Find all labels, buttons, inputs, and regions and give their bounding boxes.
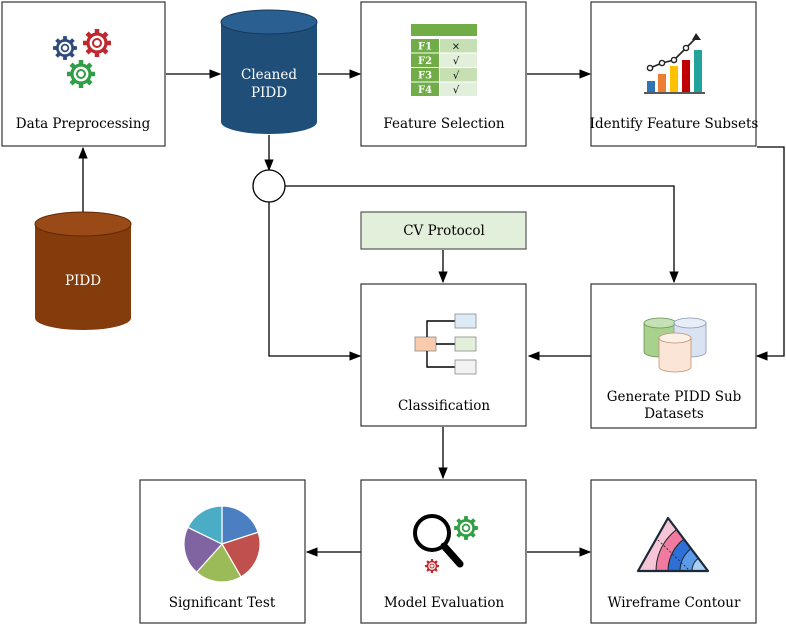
identify-feature-subsets-label: Identify Feature Subsets bbox=[590, 116, 759, 132]
feature-name: F1 bbox=[418, 42, 432, 53]
cleaned-pidd-label-line2: PIDD bbox=[251, 85, 287, 101]
growth-bar-chart-icon bbox=[644, 33, 705, 94]
model-evaluation-label: Model Evaluation bbox=[384, 595, 505, 611]
pie-slice bbox=[221, 505, 259, 545]
feature-row-name-cell bbox=[411, 39, 439, 53]
feature-mark: √ bbox=[453, 85, 460, 96]
feature-selection-node: F1 × F2 √ F3 √ F4 √ Feature Selection bbox=[360, 1, 527, 147]
cv-protocol-node: CV Protocol bbox=[360, 211, 527, 250]
magnifier-gear-icon bbox=[413, 514, 480, 575]
cv-protocol-label: CV Protocol bbox=[403, 223, 485, 239]
identify-feature-subsets-node: Identify Feature Subsets bbox=[590, 1, 759, 147]
classification-node: Classification bbox=[360, 283, 527, 427]
pidd-label: PIDD bbox=[65, 273, 101, 289]
pie-slice bbox=[195, 542, 242, 583]
feature-row-mark-cell bbox=[440, 53, 477, 67]
feature-row-name-cell bbox=[411, 68, 439, 82]
feature-row-name-cell bbox=[411, 53, 439, 67]
connectors bbox=[78, 69, 785, 557]
generate-pidd-sub-label-line2: Datasets bbox=[644, 406, 704, 422]
pie-chart-icon bbox=[183, 505, 261, 583]
cleaned-pidd-database: Cleaned PIDD bbox=[220, 9, 318, 134]
significant-test-label: Significant Test bbox=[169, 595, 276, 611]
feature-name: F3 bbox=[418, 71, 432, 82]
significant-test-node: Significant Test bbox=[139, 479, 306, 624]
feature-row-mark-cell bbox=[440, 68, 477, 82]
feature-row-mark-cell bbox=[440, 82, 477, 96]
feature-row-name-cell bbox=[411, 82, 439, 96]
model-evaluation-node: Model Evaluation bbox=[360, 479, 527, 624]
data-preprocessing-label: Data Preprocessing bbox=[16, 116, 151, 132]
cleaned-pidd-label-line1: Cleaned bbox=[241, 67, 297, 83]
generate-pidd-sub-datasets-node: Generate PIDD Sub Datasets bbox=[590, 283, 757, 429]
database-stack-icon bbox=[643, 317, 707, 373]
feature-name: F4 bbox=[418, 85, 432, 96]
arrow-junction-to-classification bbox=[268, 202, 362, 361]
arrow-subsets-to-sub-datasets bbox=[755, 146, 785, 361]
tree-diagram-icon bbox=[414, 313, 477, 375]
feature-mark: √ bbox=[453, 71, 460, 82]
feature-table-icon: F1 × F2 √ F3 √ F4 √ bbox=[411, 24, 477, 96]
feature-name: F2 bbox=[418, 56, 432, 67]
wireframe-contour-node: Wireframe Contour bbox=[590, 479, 757, 624]
data-preprocessing-node: Data Preprocessing bbox=[1, 1, 166, 147]
feature-mark: √ bbox=[453, 56, 460, 67]
wireframe-contour-label: Wireframe Contour bbox=[608, 595, 741, 611]
feature-selection-label: Feature Selection bbox=[383, 116, 504, 132]
pie-slice bbox=[187, 505, 223, 545]
generate-pidd-sub-label-line1: Generate PIDD Sub bbox=[607, 389, 742, 405]
pie-slice bbox=[183, 526, 223, 574]
feature-mark: × bbox=[452, 42, 460, 53]
pidd-database: PIDD bbox=[34, 211, 132, 330]
classification-label: Classification bbox=[398, 398, 490, 414]
junction-circle bbox=[252, 169, 286, 203]
feature-row-mark-cell bbox=[440, 39, 477, 53]
arrow-junction-to-sub-datasets bbox=[285, 185, 679, 284]
ternary-contour-icon bbox=[636, 516, 710, 573]
pie-slice bbox=[221, 531, 261, 578]
